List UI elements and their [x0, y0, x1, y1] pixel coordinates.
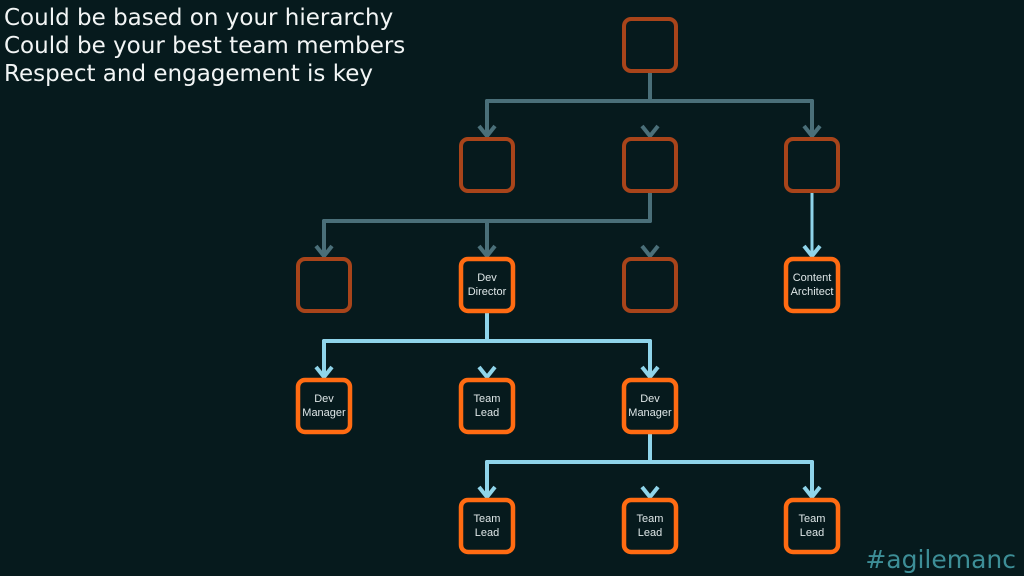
org-node-l1a — [459, 137, 515, 193]
connector-arrowhead — [802, 244, 822, 258]
org-node-content-architect — [783, 256, 841, 314]
connector-arrowhead — [640, 485, 660, 499]
note-line: Could be your best team members — [4, 33, 406, 59]
connector-arrowhead — [314, 244, 334, 258]
connector-arrowhead — [802, 485, 822, 499]
hashtag: #agilemanc — [865, 545, 1016, 574]
org-node-l2c — [622, 257, 678, 313]
connector-arrowhead — [477, 244, 497, 258]
nodes — [295, 17, 841, 555]
connectors — [314, 69, 822, 499]
connector-arrowhead — [640, 124, 660, 138]
org-node-team-lead-1 — [458, 377, 516, 435]
org-node-team-lead-4 — [783, 497, 841, 555]
org-node-l1c — [784, 137, 840, 193]
org-node-dev-manager-2 — [621, 377, 679, 435]
org-node-dev-director — [458, 256, 516, 314]
org-node-l1b — [622, 137, 678, 193]
note-line: Respect and engagement is key — [4, 61, 373, 87]
notes-text: Could be based on your hierarchy Could b… — [4, 4, 405, 88]
org-node-l2a — [296, 257, 352, 313]
connector-arrowhead — [477, 485, 497, 499]
connector-arrowhead — [477, 365, 497, 379]
org-node-root — [622, 17, 678, 73]
org-node-dev-manager-1 — [295, 377, 353, 435]
org-node-team-lead-2 — [458, 497, 516, 555]
connector-arrowhead — [477, 124, 497, 138]
connector-arrowhead — [640, 244, 660, 258]
note-line: Could be based on your hierarchy — [4, 5, 394, 31]
connector-arrowhead — [314, 365, 334, 379]
org-node-team-lead-3 — [621, 497, 679, 555]
connector-arrowhead — [640, 365, 660, 379]
connector-arrowhead — [802, 124, 822, 138]
